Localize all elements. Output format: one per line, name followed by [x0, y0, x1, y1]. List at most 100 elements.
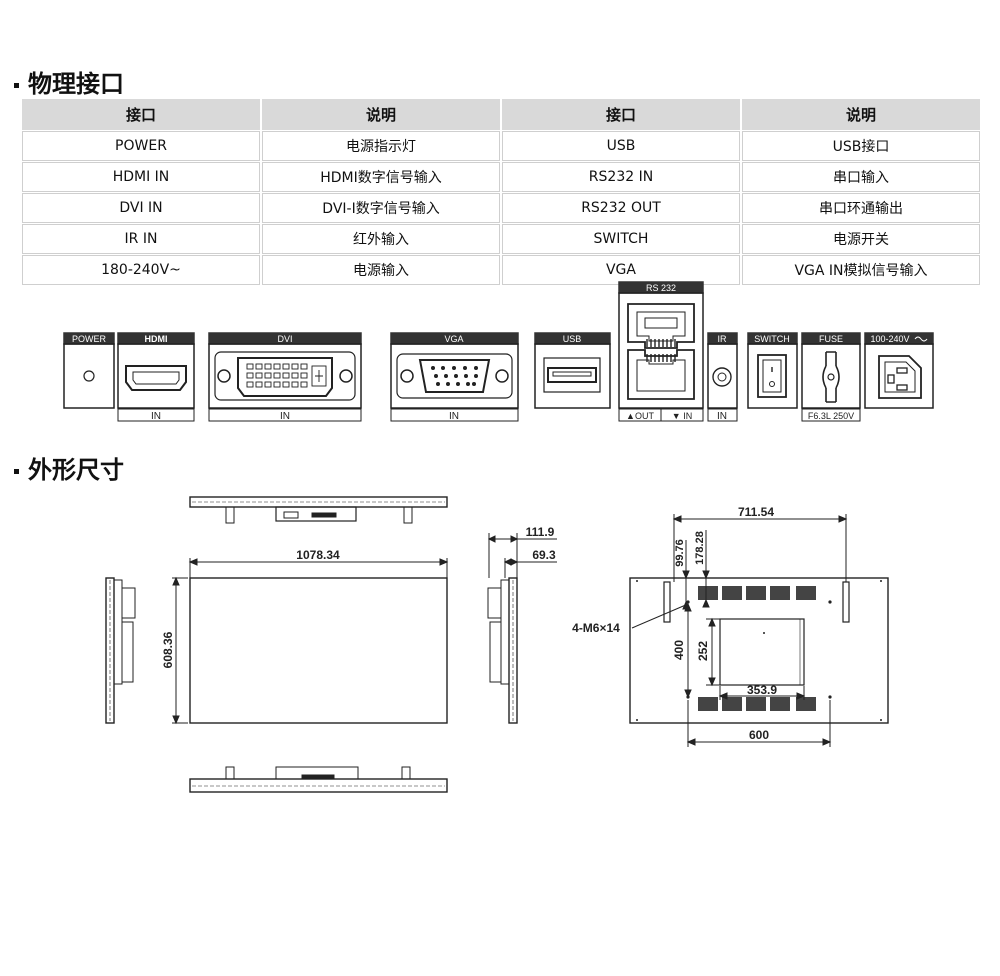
fuse-rating-label: F6.3L 250V — [808, 411, 854, 421]
table-cell: 电源输入 — [262, 255, 500, 285]
front-view — [189, 577, 448, 724]
ir-in-label: IN — [717, 411, 727, 422]
io-panel: POWER HDMI IN DVI — [63, 281, 934, 422]
header-cell: 接口 — [22, 99, 260, 130]
table-cell: DVI-I数字信号输入 — [262, 193, 500, 223]
power-label: POWER — [72, 334, 107, 344]
vga-in-label: IN — [449, 411, 459, 422]
dvi-port: DVI IN — [208, 332, 362, 422]
switch-label: SWITCH — [754, 334, 790, 344]
rear-width-dimension: 711.54 — [672, 505, 848, 582]
depth-dimensions: 111.9 69.3 — [487, 525, 557, 578]
rs232-port: RS 232 ▲OUT ▼ IN — [618, 281, 704, 422]
table-cell: USB接口 — [742, 131, 980, 161]
ir-label: IR — [718, 334, 728, 344]
dvi-in-label: IN — [280, 411, 290, 422]
vesa-h-value: 600 — [749, 728, 769, 742]
rs232-out-label: ▲OUT — [626, 411, 654, 421]
height-value: 608.36 — [161, 631, 175, 668]
table-cell: POWER — [22, 131, 260, 161]
offset-a-value: 99.76 — [674, 539, 686, 567]
table-cell: DVI IN — [22, 193, 260, 223]
dvi-socket-icon — [237, 357, 333, 397]
inner-horizontal-dimension: 353.9 — [718, 683, 806, 700]
table-cell: VGA IN模拟信号输入 — [742, 255, 980, 285]
hdmi-socket-icon — [125, 365, 187, 391]
width-dimension: 1078.34 — [188, 548, 449, 582]
dvi-pin-grid — [246, 363, 327, 388]
height-dimension: 608.36 — [161, 576, 188, 725]
table-cell: SWITCH — [502, 224, 740, 254]
vga-socket-icon — [418, 359, 491, 393]
table-row: POWER 电源指示灯 USB USB接口 — [22, 131, 980, 161]
rj-jack-icon — [627, 349, 695, 400]
bullet-icon — [14, 82, 19, 88]
rs232-label: RS 232 — [646, 283, 676, 293]
screw-callout: 4-M6×14 — [572, 603, 689, 635]
rear-view — [629, 577, 889, 724]
ac-inlet: 100-240V — [864, 332, 934, 409]
bottom-view — [189, 766, 448, 793]
fuse-icon — [822, 365, 840, 389]
offset-b-value: 178.28 — [694, 531, 706, 565]
usb-label: USB — [563, 334, 582, 344]
table-row: DVI IN DVI-I数字信号输入 RS232 OUT 串口环通输出 — [22, 193, 980, 223]
dvi-label: DVI — [277, 334, 292, 344]
rj-jack-icon — [627, 303, 695, 349]
vent-grilles — [698, 586, 816, 711]
ac-tilde-icon — [914, 336, 928, 342]
power-indicator: POWER — [63, 332, 115, 409]
led-icon — [83, 370, 95, 382]
right-side-view — [487, 577, 518, 724]
table-row: IR IN 红外输入 SWITCH 电源开关 — [22, 224, 980, 254]
rocker-switch-icon — [757, 354, 787, 398]
top-view — [189, 496, 448, 524]
iec-inlet-icon — [878, 355, 922, 399]
table-cell: USB — [502, 131, 740, 161]
vesa-v-value: 400 — [672, 640, 686, 660]
fuse-holder: FUSE F6.3L 250V — [801, 332, 861, 422]
table-cell: 电源开关 — [742, 224, 980, 254]
left-side-view — [105, 577, 136, 724]
table-row: HDMI IN HDMI数字信号输入 RS232 IN 串口输入 — [22, 162, 980, 192]
depth-total-value: 111.9 — [526, 525, 555, 539]
hdmi-port: HDMI IN — [117, 332, 195, 422]
table-cell: 红外输入 — [262, 224, 500, 254]
table-cell: 电源指示灯 — [262, 131, 500, 161]
vga-port: VGA IN — [390, 332, 519, 422]
width-value: 1078.34 — [296, 548, 340, 562]
table-header-row: 接口 说明 接口 说明 — [22, 99, 980, 130]
rear-width-value: 711.54 — [738, 505, 774, 519]
table-cell: 串口输入 — [742, 162, 980, 192]
ir-port: IR IN — [707, 332, 738, 422]
vga-pins — [431, 366, 478, 386]
rj-contacts — [646, 339, 676, 362]
table-cell: RS232 OUT — [502, 193, 740, 223]
table-cell: HDMI IN — [22, 162, 260, 192]
vesa-horizontal-dimension: 600 — [686, 700, 832, 747]
table-cell: HDMI数字信号输入 — [262, 162, 500, 192]
hdmi-label: HDMI — [145, 334, 168, 344]
table-cell: IR IN — [22, 224, 260, 254]
section-title-dimensions: 外形尺寸 — [14, 450, 124, 485]
dvi-pins — [246, 364, 306, 388]
vesa-vertical-dimension: 400 252 — [672, 602, 720, 699]
inner-h-value: 353.9 — [747, 683, 777, 697]
hdmi-in-label: IN — [151, 411, 161, 422]
table-cell: 串口环通输出 — [742, 193, 980, 223]
table-cell: 180-240V~ — [22, 255, 260, 285]
section-title-interfaces: 物理接口 — [14, 64, 124, 99]
dimension-drawings: 1078.34 608.36 — [105, 496, 889, 793]
screw-label: 4-M6×14 — [572, 621, 620, 635]
ac-label: 100-240V — [870, 334, 909, 344]
inner-v-value: 252 — [696, 641, 710, 661]
header-cell: 接口 — [502, 99, 740, 130]
usb-socket-icon — [547, 367, 597, 383]
table-cell: RS232 IN — [502, 162, 740, 192]
bullet-icon — [14, 468, 19, 474]
ir-jack-icon — [712, 367, 732, 387]
interface-table: 接口 说明 接口 说明 POWER 电源指示灯 USB USB接口 HDMI I… — [20, 98, 982, 286]
usb-port: USB — [534, 332, 611, 409]
header-cell: 说明 — [742, 99, 980, 130]
